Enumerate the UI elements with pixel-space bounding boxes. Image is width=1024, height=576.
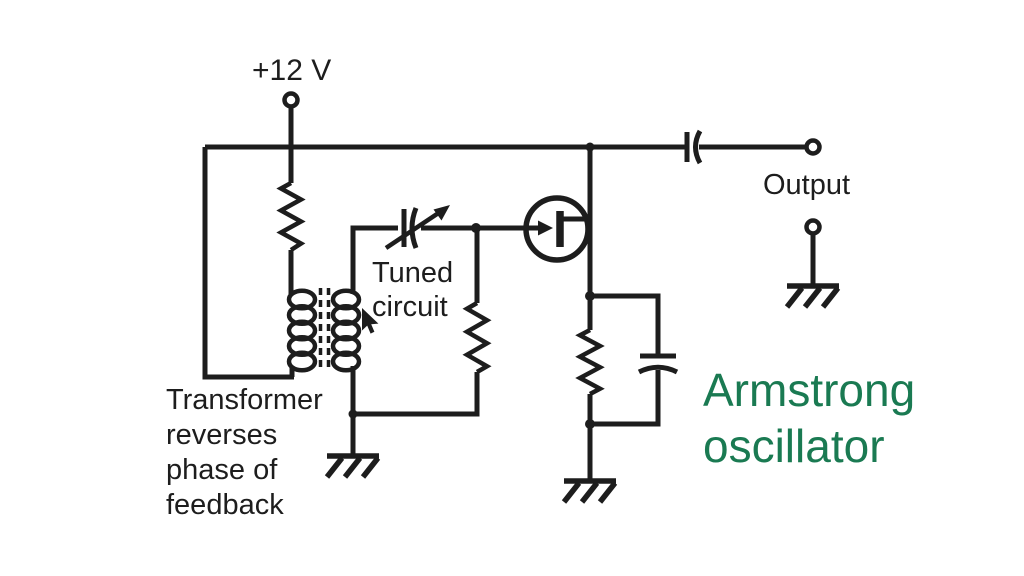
output-label: Output <box>763 169 851 201</box>
wire-rails <box>202 106 687 380</box>
mosfet-icon <box>523 142 595 296</box>
tuned-circuit-label-line1: Tuned <box>372 257 454 289</box>
tuned-circuit-resistor-icon <box>353 223 492 417</box>
note-line1: Transformer <box>166 384 323 416</box>
transformer-icon <box>286 288 362 377</box>
variable-capacitor-icon <box>384 205 450 250</box>
source-network <box>575 291 679 481</box>
bias-resistor-icon <box>276 181 306 294</box>
output-network <box>684 129 822 286</box>
supply-terminal-icon <box>282 91 300 109</box>
diagram-title-line1: Armstrong <box>703 364 916 416</box>
supply-voltage-label: +12 V <box>252 54 332 87</box>
output-return-terminal-icon <box>804 218 822 236</box>
tuned-circuit-label-line2: circuit <box>372 291 448 323</box>
note-line4: feedback <box>166 489 284 521</box>
note-line3: phase of <box>166 454 278 486</box>
ground-icon-source <box>564 481 616 502</box>
mouse-cursor-icon <box>362 308 379 334</box>
diagram-title-line2: oscillator <box>703 420 885 472</box>
ground-icon-secondary <box>327 456 379 477</box>
output-terminal-icon <box>804 138 822 156</box>
note-line2: reverses <box>166 419 278 451</box>
ground-icon-output <box>787 286 839 307</box>
